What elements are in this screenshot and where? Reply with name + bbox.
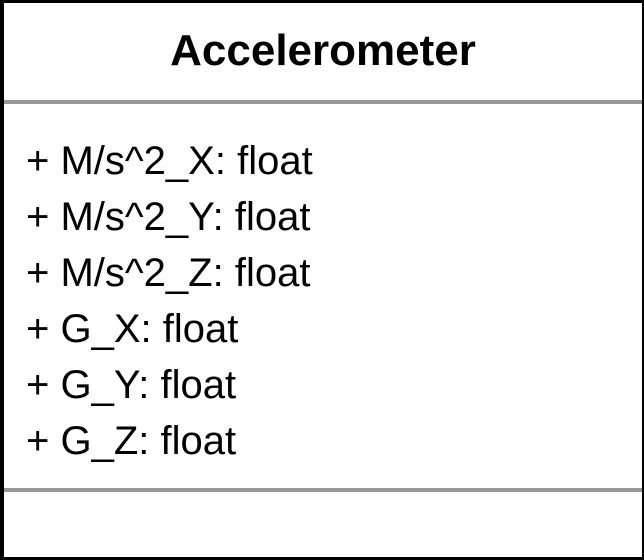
attribute-m-s2-x: + M/s^2_X: float: [26, 139, 313, 183]
attribute-g-x: + G_X: float: [26, 307, 239, 351]
class-name: Accelerometer: [170, 26, 476, 75]
name-attributes-divider: [4, 100, 642, 104]
methods-compartment: [4, 492, 642, 557]
attributes-compartment: + M/s^2_X: float + M/s^2_Y: float + M/s^…: [26, 133, 313, 469]
attribute-g-y: + G_Y: float: [26, 363, 237, 407]
attributes-methods-divider: [4, 488, 642, 492]
attribute-m-s2-z: + M/s^2_Z: float: [26, 251, 311, 295]
attribute-m-s2-y: + M/s^2_Y: float: [26, 195, 311, 239]
attribute-g-z: + G_Z: float: [26, 419, 237, 463]
